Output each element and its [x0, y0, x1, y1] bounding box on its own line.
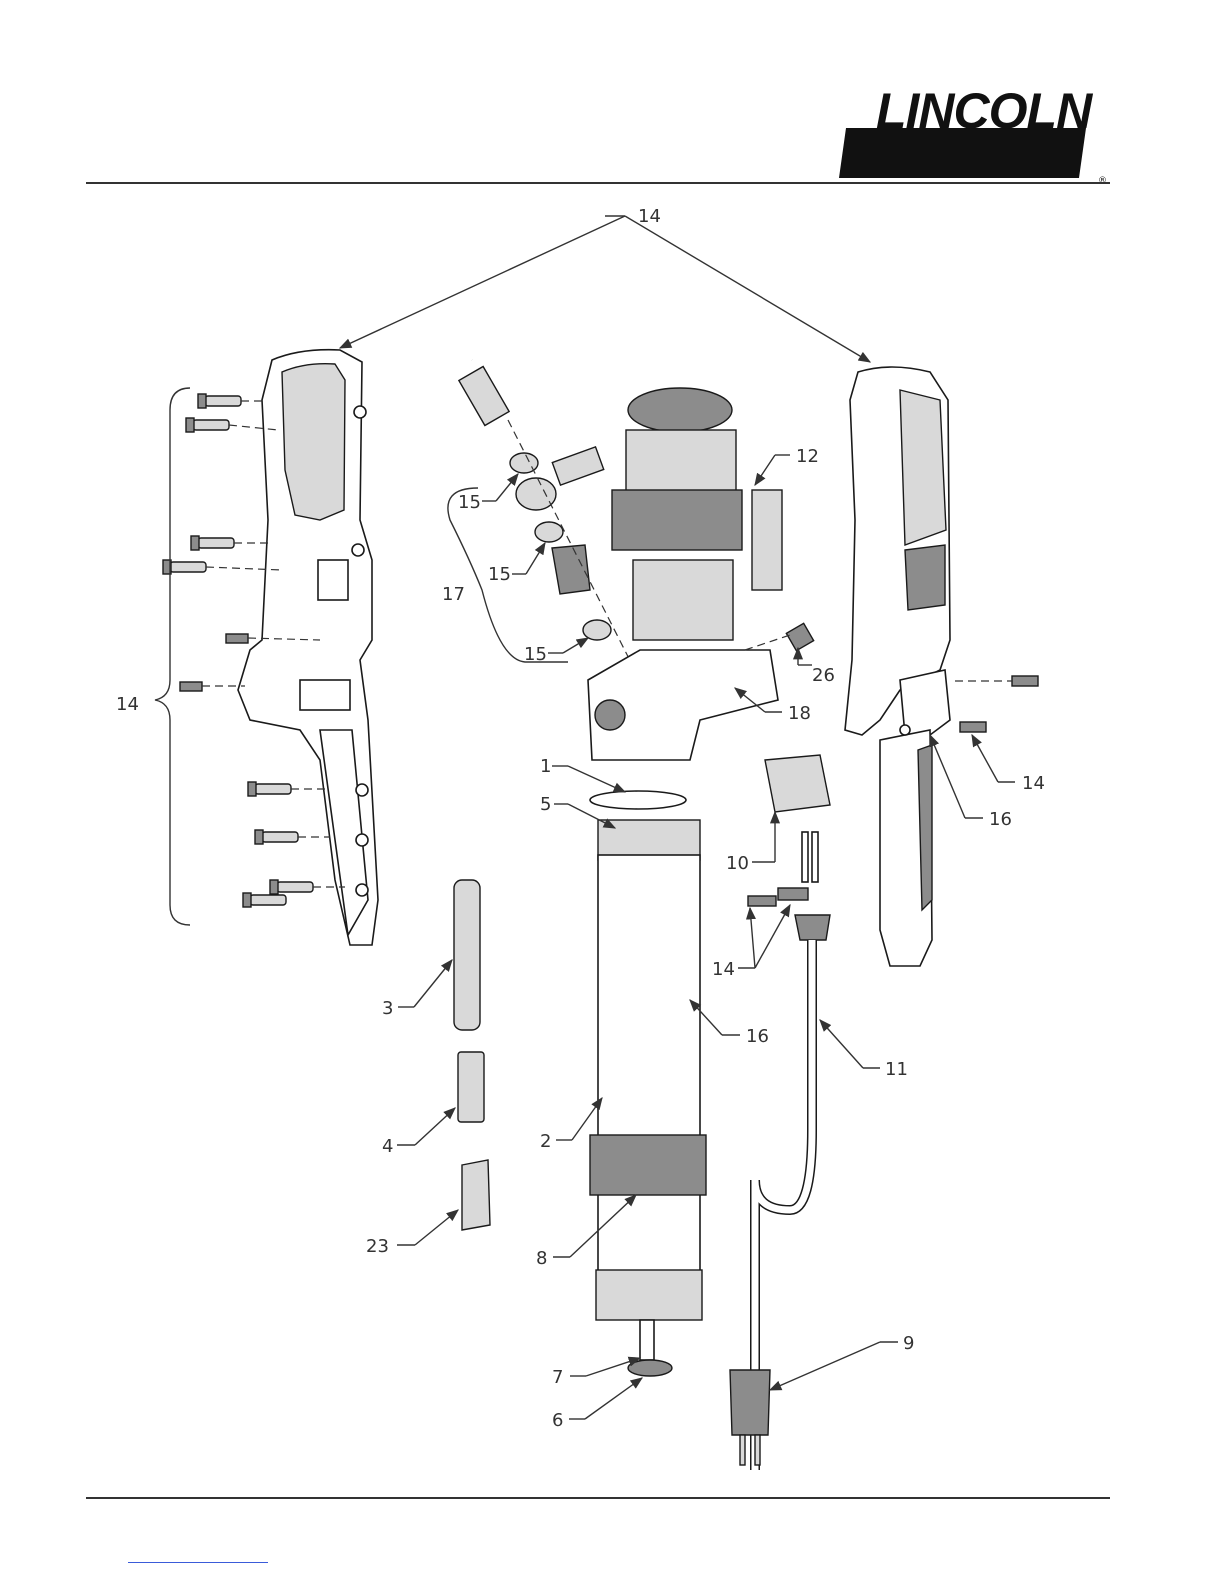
callout-14-left: 14	[116, 694, 139, 715]
left-screw-bracket	[155, 388, 190, 925]
callout-1: 1	[540, 756, 551, 777]
callout-23: 23	[366, 1236, 389, 1257]
callout-12: 12	[796, 446, 819, 467]
callout-17: 17	[442, 584, 465, 605]
callout-4: 4	[382, 1136, 393, 1157]
callout-5: 5	[540, 794, 551, 815]
motor-assembly	[588, 388, 814, 760]
barrel-assembly	[590, 791, 706, 1376]
right-housing-half	[845, 367, 950, 966]
callout-15-c: 15	[524, 644, 547, 665]
callout-14-top: 14	[638, 206, 661, 227]
lincoln-logo: LINCOLN ®	[839, 83, 1107, 186]
callout-26: 26	[812, 665, 835, 686]
logo-text: LINCOLN	[876, 83, 1093, 139]
right-screws	[955, 676, 1038, 732]
footer-link-underline[interactable]	[128, 1562, 268, 1563]
callout-14-cord: 14	[712, 959, 735, 980]
callout-10: 10	[726, 853, 749, 874]
registered-mark: ®	[1098, 176, 1107, 186]
callout-16-right: 16	[989, 809, 1012, 830]
callout-11: 11	[885, 1059, 908, 1080]
left-housing-half	[238, 350, 378, 945]
hose-assembly	[405, 334, 509, 1230]
callout-18: 18	[788, 703, 811, 724]
callout-2: 2	[540, 1131, 551, 1152]
callout-14-right: 14	[1022, 773, 1045, 794]
callout-16-tube: 16	[746, 1026, 769, 1047]
callout-8: 8	[536, 1248, 547, 1269]
callout-9: 9	[903, 1333, 914, 1354]
callout-3: 3	[382, 998, 393, 1019]
callout-6: 6	[552, 1410, 563, 1431]
callout-15-b: 15	[488, 564, 511, 585]
callout-7: 7	[552, 1367, 563, 1388]
callout-15-a: 15	[458, 492, 481, 513]
